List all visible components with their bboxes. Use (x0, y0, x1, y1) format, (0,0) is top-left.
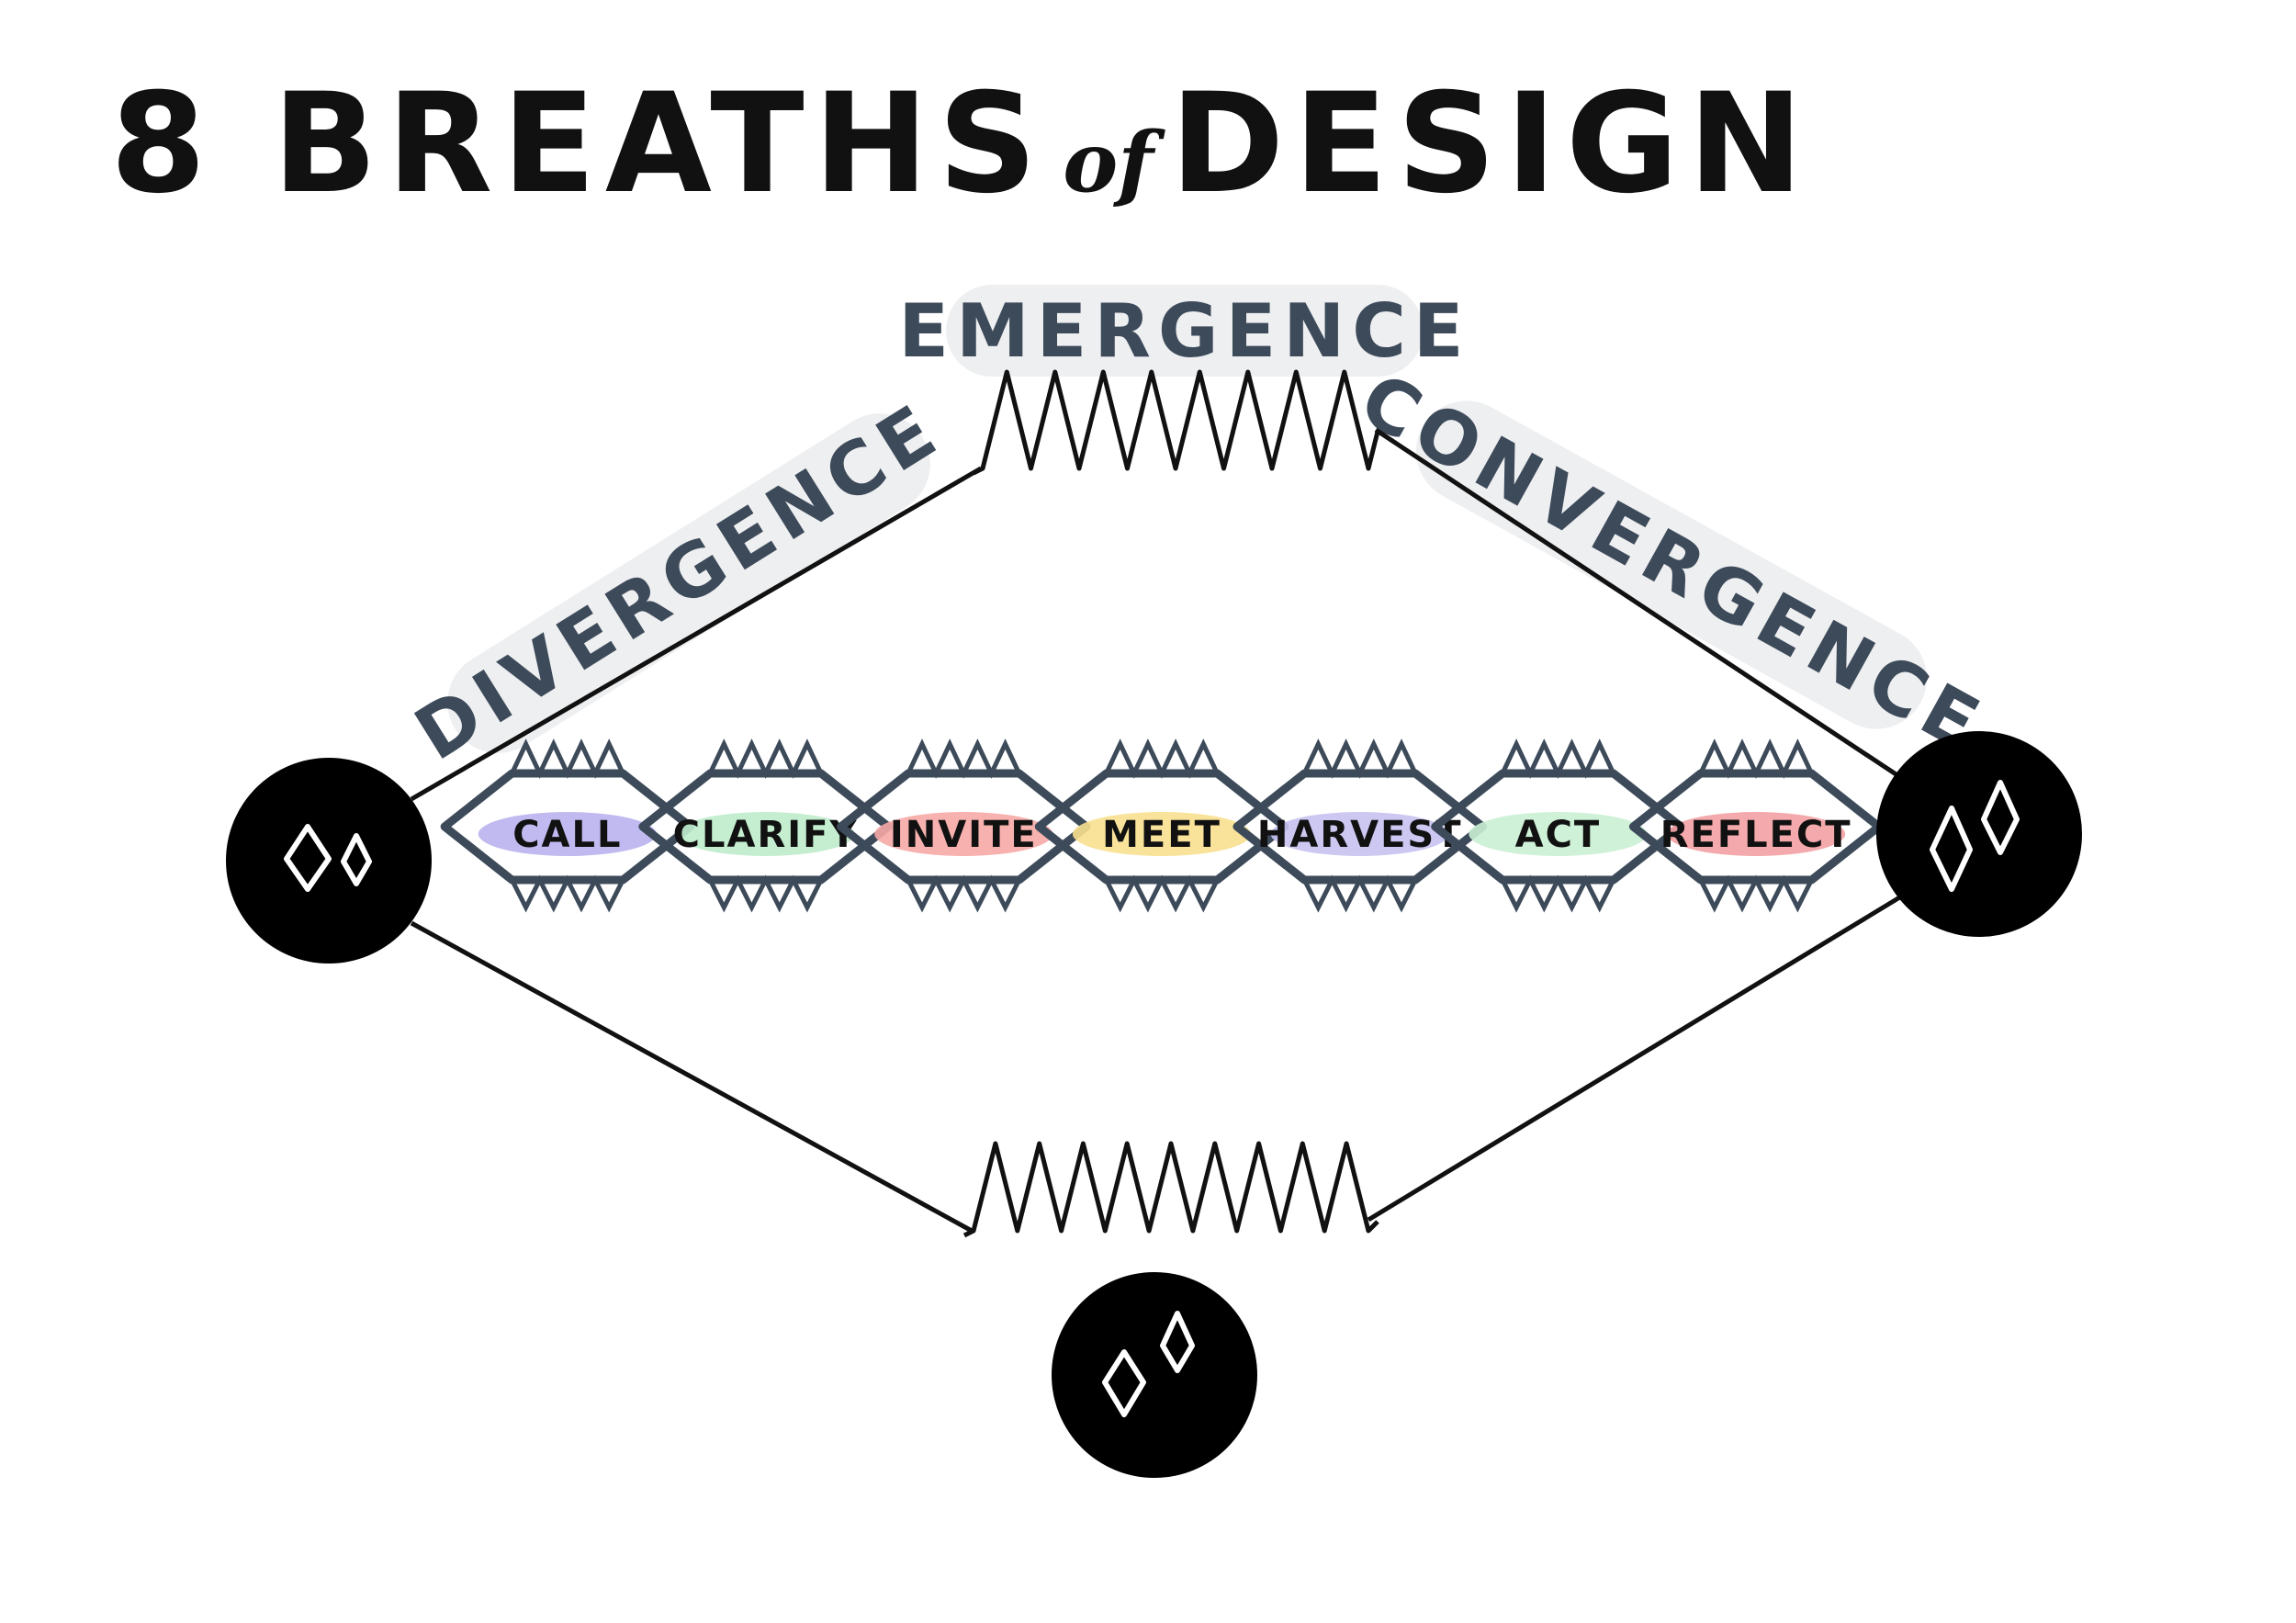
emergence-label-bg (946, 285, 1424, 377)
title-main-before: 8 BREATHS (110, 64, 1047, 224)
step-top-wave (1104, 738, 1220, 779)
step-top-wave (1698, 738, 1814, 779)
bottom-node (1052, 1272, 1257, 1478)
step-label: ACT (1515, 814, 1602, 856)
sparkle-icon (284, 824, 372, 892)
convergence-label: CONVERGENCE (1346, 356, 1998, 770)
step-highlight (478, 812, 657, 856)
step-top-wave (906, 738, 1021, 779)
left-node (226, 758, 432, 964)
title-connector: of (1063, 114, 1154, 211)
upper-left-edge (410, 466, 983, 802)
step-meet: MEET (1034, 738, 1289, 913)
step-invite: INVITE (837, 738, 1091, 913)
step-label: REFLECT (1660, 814, 1852, 856)
divergence-label-bg (447, 413, 930, 753)
step-bottom-wave (510, 874, 625, 913)
step-call: CALL (440, 738, 695, 913)
step-label: MEET (1102, 814, 1221, 856)
step-reflect: REFLECT (1628, 738, 1884, 913)
lower-left-edge (410, 920, 974, 1234)
emergence-label: EMERGENCE (898, 288, 1470, 374)
step-label: CLARIFY (673, 814, 859, 856)
step-top-wave (1302, 738, 1418, 779)
step-clarify: CLARIFY (638, 738, 893, 913)
step-highlight (874, 812, 1053, 856)
step-label: CALL (512, 814, 622, 856)
step-bottom-wave (906, 874, 1021, 913)
step-highlight (1667, 812, 1846, 856)
sparkle-icon (1930, 780, 2020, 892)
step-top-wave (707, 738, 824, 779)
convergence-label-bg (1415, 400, 1928, 729)
step-harvest: HARVEST (1232, 738, 1487, 913)
step-label: INVITE (890, 814, 1038, 856)
divergence-label: DIVERGENCE (400, 386, 956, 777)
right-node (1876, 731, 2082, 937)
step-bottom-wave (1302, 874, 1418, 913)
step-bottom-wave (707, 874, 824, 913)
step-bottom-wave (1104, 874, 1220, 913)
step-chain: CALL CLARIFY INVITE MEET HARVEST ACT REFLECT (440, 738, 1884, 913)
emergence-squiggle (972, 369, 1380, 476)
sparkle-icon (1102, 1311, 1195, 1417)
step-top-wave (510, 738, 625, 779)
step-highlight (1469, 812, 1648, 856)
step-highlight (1270, 812, 1449, 856)
lower-right-edge (1367, 888, 1912, 1223)
step-top-wave (1500, 738, 1616, 779)
bottom-node-circle (1052, 1272, 1257, 1478)
groan-zone-squiggle (962, 1141, 1379, 1238)
step-label: HARVEST (1257, 814, 1463, 856)
step-bottom-wave (1500, 874, 1616, 913)
step-bottom-wave (1698, 874, 1814, 913)
step-act: ACT (1431, 738, 1685, 913)
step-highlight (1072, 812, 1252, 856)
upper-right-edge (1374, 427, 1908, 783)
step-highlight (676, 812, 855, 856)
right-node-circle (1876, 731, 2082, 937)
title-main-after: DESIGN (1169, 64, 1813, 224)
